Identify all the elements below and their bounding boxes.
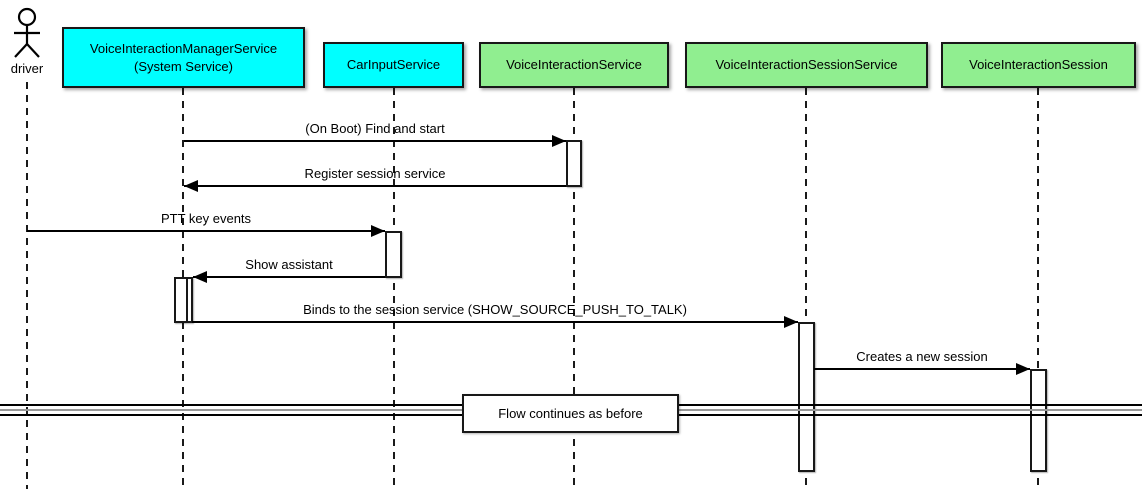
lifeline-voice-interaction-session-service	[805, 88, 807, 489]
message-line-find-and-start	[184, 140, 566, 142]
activation-voice-interaction-service	[566, 140, 582, 187]
lifeline-car-input-service	[393, 88, 395, 489]
arrowhead-show-assistant	[193, 271, 207, 283]
message-label-register-session-service: Register session service	[304, 166, 446, 181]
actor-icon	[14, 7, 40, 58]
activation-voice-interaction-session	[1030, 369, 1047, 472]
lifeline-voice-interaction-service	[573, 88, 575, 489]
lifeline-driver	[26, 82, 28, 489]
activation-voice-interaction-manager-service	[174, 277, 193, 323]
arrowhead-binds-to-session-service	[784, 316, 798, 328]
message-label-creates-new-session: Creates a new session	[856, 349, 988, 364]
arrowhead-ptt-key-events	[371, 225, 385, 237]
arrowhead-register-session-service	[184, 180, 198, 192]
message-label-find-and-start: (On Boot) Find and start	[305, 121, 445, 136]
message-label-show-assistant: Show assistant	[245, 257, 333, 272]
arrowhead-find-and-start	[552, 135, 566, 147]
divider-label: Flow continues as before	[498, 406, 643, 421]
divider-label-box: Flow continues as before	[462, 394, 679, 433]
arrowhead-creates-new-session	[1016, 363, 1030, 375]
message-line-register-session-service	[184, 185, 566, 187]
activation-car-input-service	[385, 231, 402, 278]
activation-voice-interaction-session-service	[798, 322, 815, 472]
participant-voice-interaction-session-service: VoiceInteractionSessionService	[685, 42, 928, 88]
lifeline-voice-interaction-session	[1037, 88, 1039, 489]
message-line-show-assistant	[193, 276, 385, 278]
message-line-binds-to-session-service	[192, 321, 798, 323]
actor-label: driver	[10, 61, 44, 76]
participant-voice-interaction-manager-service: VoiceInteractionManagerService (System S…	[62, 27, 305, 88]
activation-nested-edge	[186, 277, 188, 323]
participant-car-input-service: CarInputService	[323, 42, 464, 88]
message-label-binds-to-session-service: Binds to the session service (SHOW_SOURC…	[303, 302, 687, 317]
message-label-ptt-key-events: PTT key events	[160, 211, 252, 226]
participant-voice-interaction-session: VoiceInteractionSession	[941, 42, 1136, 88]
message-line-ptt-key-events	[27, 230, 385, 232]
participant-voice-interaction-service: VoiceInteractionService	[479, 42, 669, 88]
message-line-creates-new-session	[814, 368, 1030, 370]
